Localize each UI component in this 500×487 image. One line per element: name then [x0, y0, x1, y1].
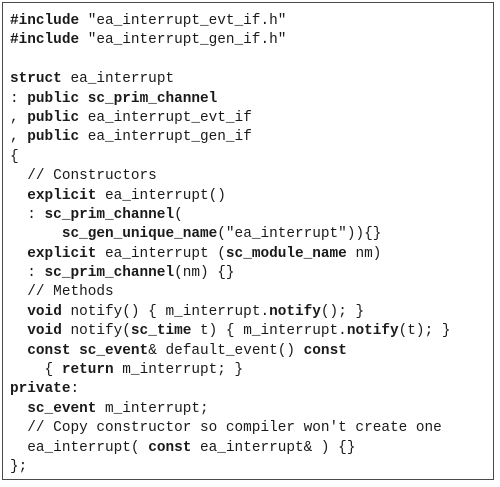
code-line: void notify(sc_time t) { m_interrupt.not… [10, 322, 450, 341]
code-text: ea_interrupt ( [96, 245, 226, 262]
code-text: & default_event() [148, 342, 304, 359]
code-text [10, 304, 27, 320]
code-text: : [10, 265, 45, 282]
code-line: sc_gen_unique_name("ea_interrupt")){} [10, 225, 450, 244]
code-line: }; [10, 458, 450, 477]
code-keyword: struct [10, 71, 62, 88]
code-text: , [10, 109, 28, 126]
code-keyword: sc_event [79, 342, 149, 359]
code-line: // Constructors [10, 167, 450, 186]
code-line: : sc_prim_channel(nm) {} [10, 264, 450, 283]
code-text [10, 323, 27, 339]
code-text: // Copy constructor so compiler won't cr… [10, 420, 442, 437]
code-text [79, 91, 88, 107]
code-keyword: sc_prim_channel [44, 265, 175, 282]
code-keyword: sc_prim_channel [44, 206, 175, 223]
code-line: ea_interrupt( const ea_interrupt& ) {} [10, 439, 450, 458]
code-keyword: #include [10, 13, 80, 29]
code-text: (); } [320, 303, 365, 320]
code-keyword: const [148, 439, 192, 456]
code-text: t) { m_interrupt. [191, 323, 347, 340]
code-line: explicit ea_interrupt (sc_module_name nm… [10, 245, 450, 264]
code-listing: #include "ea_interrupt_evt_if.h"#include… [10, 12, 450, 477]
code-text: { [10, 148, 19, 165]
code-line: private: [10, 380, 450, 399]
code-keyword: explicit [27, 187, 97, 204]
code-text: : [10, 206, 45, 223]
code-keyword: sc_gen_unique_name [61, 226, 218, 243]
code-keyword: private [10, 381, 71, 398]
code-keyword: sc_module_name [225, 245, 347, 262]
code-text: (nm) {} [174, 265, 235, 282]
code-keyword: sc_time [130, 323, 192, 340]
code-keyword: explicit [27, 245, 97, 262]
code-keyword: notify [269, 303, 321, 320]
code-line: : sc_prim_channel( [10, 206, 450, 225]
code-text: ( [174, 206, 183, 223]
code-keyword: public [27, 109, 80, 126]
code-text: ea_interrupt_evt_if [79, 109, 252, 126]
code-text: notify( [61, 323, 131, 340]
code-keyword: public [27, 129, 80, 146]
code-text: nm) [346, 245, 382, 262]
code-line: { [10, 148, 450, 167]
code-line: , public ea_interrupt_evt_if [10, 109, 450, 128]
code-text: : [10, 90, 28, 107]
code-line: void notify() { m_interrupt.notify(); } [10, 303, 450, 322]
code-keyword: public [27, 90, 80, 107]
code-text: ea_interrupt& ) {} [191, 439, 356, 456]
code-line: , public ea_interrupt_gen_if [10, 128, 450, 147]
code-keyword: sc_event [27, 400, 97, 417]
code-text: notify() { m_interrupt. [61, 303, 270, 320]
code-text: { [10, 362, 62, 379]
code-line [10, 51, 450, 70]
code-text [70, 343, 79, 359]
code-text: }; [10, 458, 28, 475]
code-text: "ea_interrupt_evt_if.h" [79, 13, 287, 29]
code-text: m_interrupt; [96, 400, 209, 417]
code-keyword: #include [10, 32, 80, 49]
code-keyword: sc_prim_channel [87, 90, 218, 107]
code-text [10, 188, 27, 204]
code-keyword: const [27, 342, 71, 359]
code-text: ea_interrupt_gen_if [79, 129, 252, 146]
code-keyword: notify [346, 323, 399, 340]
code-listing-frame: #include "ea_interrupt_evt_if.h"#include… [2, 2, 494, 480]
code-line: #include "ea_interrupt_evt_if.h" [10, 12, 450, 31]
code-text: : [70, 381, 80, 398]
code-text: ("ea_interrupt")){} [217, 226, 382, 243]
code-keyword: void [27, 303, 62, 320]
code-text: ea_interrupt [61, 71, 175, 88]
code-keyword: void [27, 323, 62, 340]
code-text: // Constructors [10, 168, 157, 185]
code-line: struct ea_interrupt [10, 70, 450, 89]
code-text: m_interrupt; } [113, 362, 244, 379]
code-text: ea_interrupt( [10, 439, 149, 456]
code-text [10, 226, 62, 242]
code-text: (t); } [398, 323, 451, 340]
code-line: sc_event m_interrupt; [10, 400, 450, 419]
code-line: // Copy constructor so compiler won't cr… [10, 419, 450, 438]
code-text [10, 343, 27, 359]
code-text: , [10, 129, 28, 146]
code-line: explicit ea_interrupt() [10, 187, 450, 206]
code-keyword: return [61, 362, 114, 379]
code-text: // Methods [10, 284, 114, 301]
code-keyword: const [303, 342, 347, 359]
code-line: : public sc_prim_channel [10, 90, 450, 109]
code-line: // Methods [10, 283, 450, 302]
code-line: const sc_event& default_event() const [10, 342, 450, 361]
code-line: { return m_interrupt; } [10, 361, 450, 380]
code-text [10, 246, 27, 262]
code-text [10, 401, 27, 417]
code-text: ea_interrupt() [96, 187, 226, 204]
code-line: #include "ea_interrupt_gen_if.h" [10, 31, 450, 50]
code-text: "ea_interrupt_gen_if.h" [79, 32, 287, 49]
